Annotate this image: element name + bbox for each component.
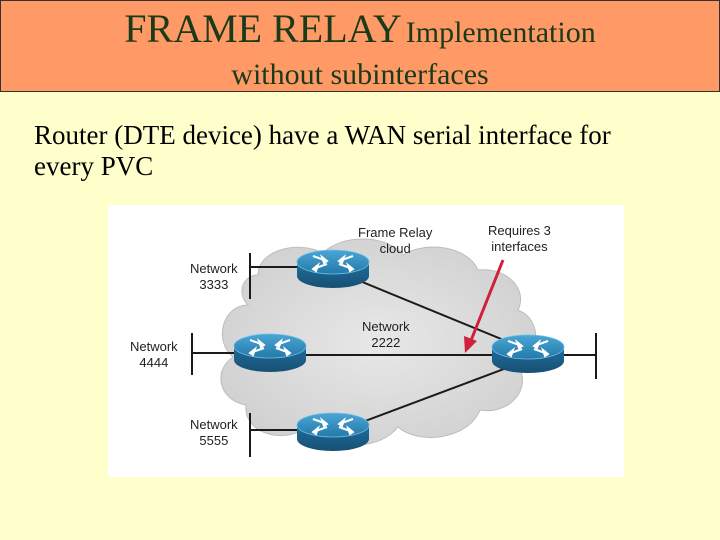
cloud-label: Frame Relay cloud [358,225,432,257]
network-label-3333: Network 3333 [190,261,238,292]
pvc-link-3333 [332,269,529,351]
body-line-2: every PVC [34,151,154,181]
links [191,253,597,457]
cloud-label-line-2: cloud [379,241,411,256]
requires-label-line-1: Requires 3 [488,223,551,238]
body-text: Router (DTE device) have a WAN serial in… [34,120,694,182]
router-4444 [233,333,307,373]
router-2222 [491,334,565,374]
network-label-5555: Network 5555 [190,417,238,448]
requires-label: Requires 3 interfaces [488,223,551,255]
diagram-svg [191,238,597,457]
requires-label-line-2: interfaces [491,239,548,254]
frame-relay-diagram: Frame Relay cloud Requires 3 interfaces … [108,205,624,477]
frame-relay-cloud [220,238,537,446]
network-label-2222: Network 2222 [362,319,410,350]
cloud-label-line-1: Frame Relay [358,225,433,240]
router-5555 [296,412,370,452]
network-label-4444: Network 4444 [130,339,178,370]
title-sub: Implementation [405,16,596,49]
title-main: FRAME RELAY [124,6,402,51]
title-banner: FRAME RELAY Implementation without subin… [0,0,720,92]
requires-arrow [464,259,505,353]
body-line-1: Router (DTE device) have a WAN serial in… [34,120,611,150]
title-line-2: without subinterfaces [231,58,489,91]
title-line-1: FRAME RELAY Implementation [1,5,719,52]
